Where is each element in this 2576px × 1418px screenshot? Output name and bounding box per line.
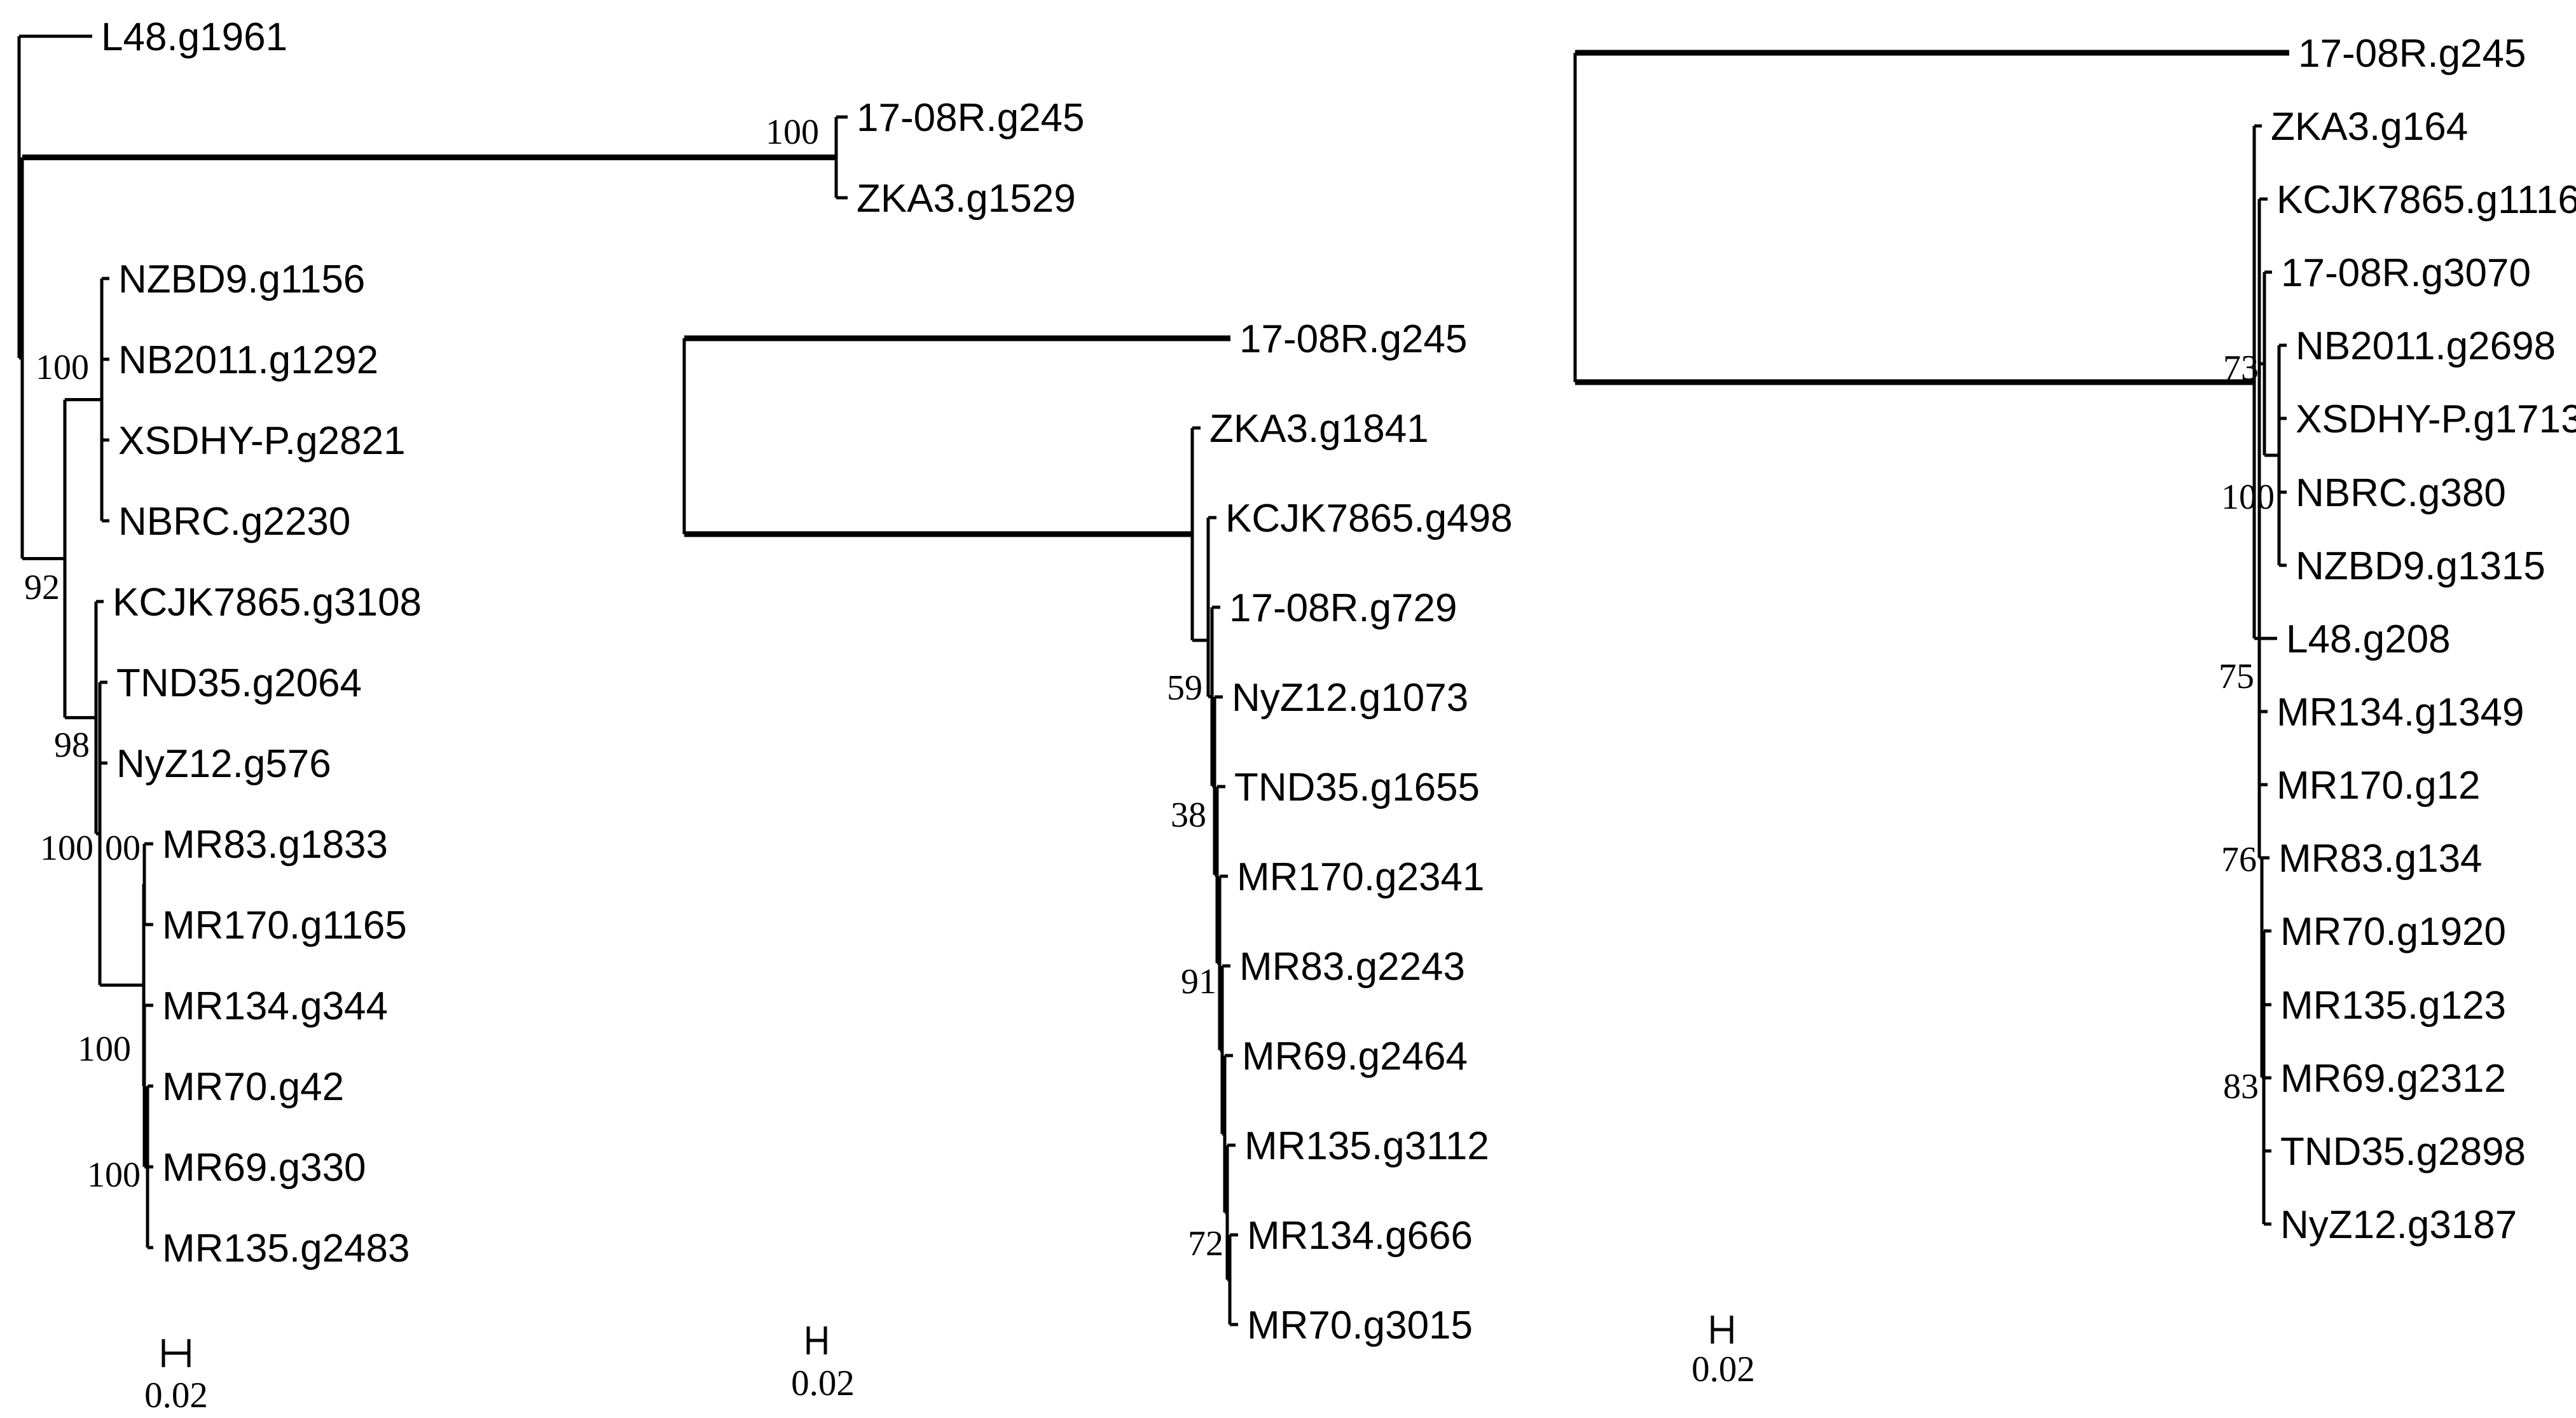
support-value: 100 [78, 1029, 131, 1069]
support-value: 91 [1181, 962, 1216, 1002]
support-value: 100 [2221, 478, 2275, 517]
leaf-label: MR134.g1349 [2276, 691, 2524, 734]
leaf-label: MR170.g12 [2276, 764, 2481, 808]
leaf-label: KCJK7865.g498 [1225, 497, 1513, 540]
leaf-label: MR70.g3015 [1247, 1304, 1473, 1347]
support-value: 00 [105, 829, 141, 868]
support-value: 100 [36, 348, 89, 387]
leaf-label: MR70.g42 [162, 1065, 344, 1109]
leaf-label: 17-08R.g3070 [2281, 251, 2531, 295]
leaf-label: 17-08R.g729 [1229, 586, 1457, 630]
leaf-label: L48.g208 [2286, 617, 2451, 661]
leaf-label: MR83.g2243 [1239, 945, 1465, 989]
leaf-label: NBRC.g380 [2296, 471, 2506, 515]
support-value: 59 [1167, 668, 1202, 708]
leaf-label: 17-08R.g245 [2298, 32, 2526, 76]
leaf-label: MR83.g1833 [162, 823, 388, 867]
leaf-label: XSDHY-P.g1713 [2296, 397, 2576, 441]
leaf-label: MR69.g2312 [2280, 1057, 2506, 1101]
support-value: 83 [2223, 1067, 2259, 1106]
support-value: 100 [766, 113, 819, 152]
leaf-label: XSDHY-P.g2821 [118, 419, 406, 463]
leaf-label: NyZ12.g576 [116, 742, 331, 786]
leaf-label: MR134.g666 [1247, 1214, 1473, 1258]
support-value: 100 [40, 829, 93, 868]
leaf-label: MR83.g134 [2278, 837, 2483, 881]
leaf-label: TND35.g2064 [116, 661, 362, 705]
leaf-label: NB2011.g1292 [118, 338, 378, 382]
leaf-label: NZBD9.g1315 [2296, 544, 2545, 588]
scale-bar-label: 0.02 [144, 1375, 208, 1415]
leaf-label: NyZ12.g1073 [1232, 676, 1468, 720]
leaf-label: NyZ12.g3187 [2280, 1203, 2517, 1247]
leaf-label: MR170.g1165 [162, 904, 407, 947]
leaf-label: MR135.g123 [2280, 984, 2506, 1028]
leaf-label: 17-08R.g245 [1239, 317, 1468, 361]
leaf-label: MR135.g3112 [1244, 1124, 1489, 1168]
leaf-label: MR69.g330 [162, 1146, 366, 1190]
leaf-label: MR70.g1920 [2280, 910, 2506, 954]
scale-bar-label: 0.02 [1691, 1349, 1755, 1389]
leaf-label: MR69.g2464 [1242, 1035, 1468, 1078]
leaf-label: 17-08R.g245 [857, 96, 1085, 140]
leaf-label: KCJK7865.g3108 [113, 581, 422, 624]
support-value: 72 [1188, 1224, 1223, 1263]
scale-bar-label: 0.02 [791, 1363, 855, 1403]
leaf-label: KCJK7865.g1116 [2276, 178, 2576, 222]
leaf-label: MR134.g344 [162, 984, 388, 1028]
support-value: 38 [1171, 795, 1206, 835]
leaf-label: L48.g1961 [101, 15, 287, 59]
leaf-label: ZKA3.g1529 [857, 177, 1076, 221]
leaf-label: ZKA3.g1841 [1209, 407, 1429, 451]
support-value: 75 [2219, 657, 2254, 696]
leaf-label: MR170.g2341 [1237, 855, 1485, 899]
support-value: 92 [24, 568, 60, 607]
support-value: 76 [2221, 840, 2257, 879]
leaf-label: NB2011.g2698 [2296, 324, 2556, 368]
leaf-label: ZKA3.g164 [2271, 105, 2468, 149]
leaf-label: TND35.g2898 [2280, 1130, 2526, 1174]
support-value: 100 [87, 1155, 141, 1195]
support-value: 98 [54, 726, 90, 765]
leaf-label: NBRC.g2230 [118, 500, 350, 544]
leaf-label: MR135.g2483 [162, 1227, 410, 1270]
leaf-label: NZBD9.g1156 [118, 258, 365, 301]
leaf-label: TND35.g1655 [1234, 766, 1480, 809]
